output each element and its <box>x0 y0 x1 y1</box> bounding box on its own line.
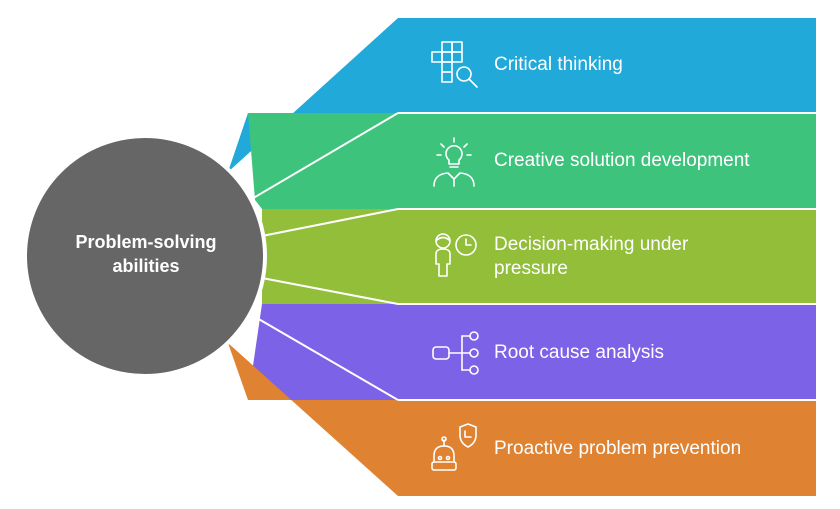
branch-label-creative-solution: Creative solution development <box>494 149 814 173</box>
branch-label-decision-making: Decision-making under pressure <box>494 233 814 281</box>
branch-band-creative-solution <box>248 113 816 209</box>
branch-label-line1: Creative solution development <box>494 150 750 171</box>
branch-label-line1: Critical thinking <box>494 54 623 75</box>
branch-band-proactive-prevention <box>228 343 816 496</box>
branch-label-line1: Proactive problem prevention <box>494 438 742 459</box>
branch-label-critical-thinking: Critical thinking <box>494 53 814 77</box>
center-circle <box>23 134 267 378</box>
puzzle-search-icon <box>431 41 478 88</box>
center-title: Problem-solving abilities <box>28 230 264 278</box>
branch-label-line1: Decision-making under <box>494 234 689 255</box>
branch-band-decision-making <box>262 209 816 304</box>
person-clock-icon <box>435 233 477 277</box>
center-title-line1: Problem-solving <box>75 232 217 252</box>
branch-tree-icon <box>432 331 479 375</box>
branch-label-proactive-prevention: Proactive problem prevention <box>494 437 814 461</box>
branch-band-root-cause <box>248 304 816 400</box>
center-title-line2: abilities <box>112 256 180 276</box>
branch-label-line1: Root cause analysis <box>494 342 665 363</box>
branch-label-line2: pressure <box>494 258 568 279</box>
branch-label-root-cause: Root cause analysis <box>494 341 814 365</box>
branch-band-critical-thinking <box>228 18 816 172</box>
lightbulb-person-icon <box>433 137 475 187</box>
shield-robot-icon <box>431 423 477 471</box>
